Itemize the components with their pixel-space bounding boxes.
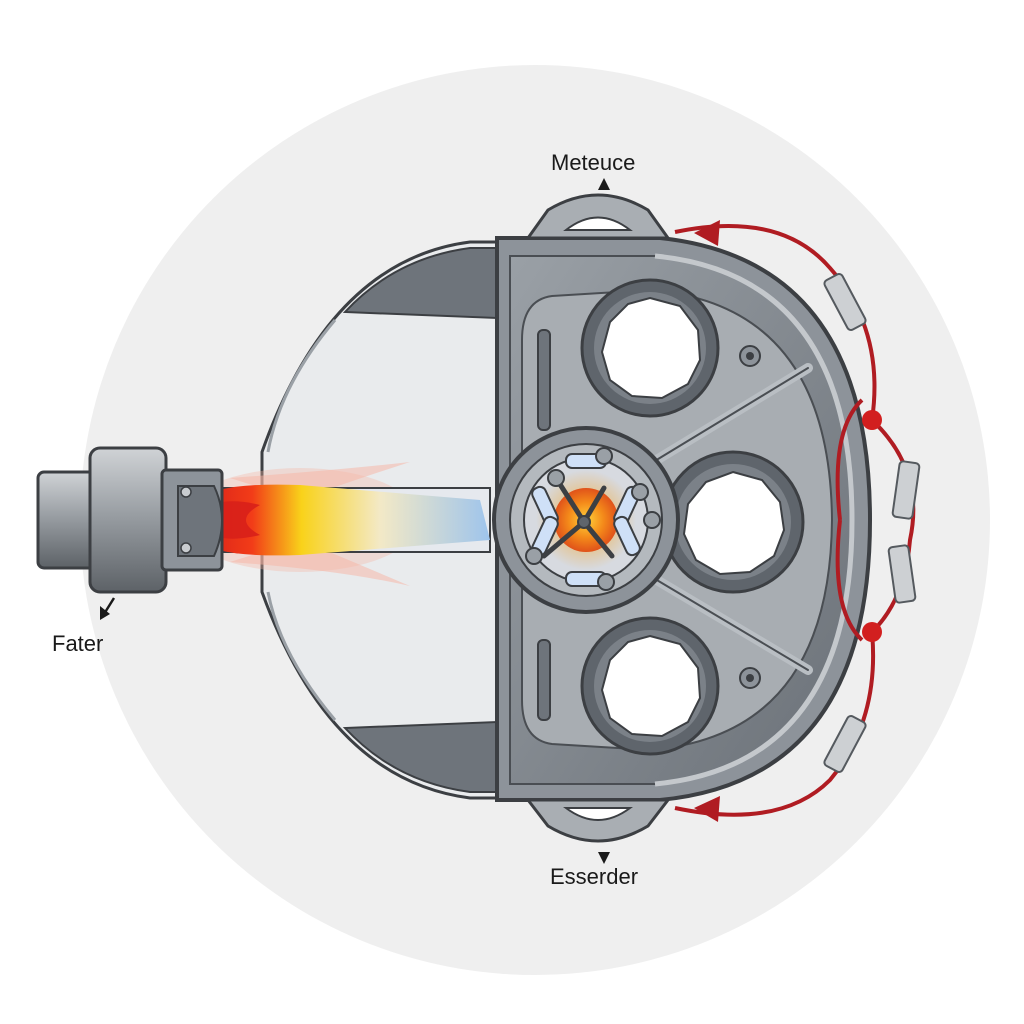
spokes: [635, 363, 813, 675]
cylinder-middle: [661, 450, 805, 594]
central-hub: [492, 426, 680, 614]
hub-bolts: [525, 447, 661, 591]
label-top: Meteuce: [551, 150, 636, 175]
lifting-lug-bottom: [524, 798, 672, 843]
label-bottom: Esserder: [550, 864, 639, 889]
return-arrow-bottom: [694, 796, 720, 822]
label-arrow-bottom: [598, 852, 610, 864]
return-line: [674, 223, 916, 817]
exhaust-nozzle: [36, 446, 224, 594]
bolt-upper: [739, 345, 761, 367]
line-sleeves: [823, 272, 921, 774]
return-junction-upper: [862, 410, 882, 430]
label-arrow-left: [100, 597, 116, 620]
return-junction-lower: [862, 622, 882, 642]
label-left: Fater: [52, 631, 104, 656]
lifting-lug-top: [525, 193, 671, 240]
flame-jet: [180, 462, 491, 586]
slot-upper: [537, 329, 551, 431]
slot-lower: [537, 639, 551, 721]
cylinder-top: [580, 278, 720, 418]
label-arrow-top: [598, 178, 610, 190]
bolt-lower: [739, 667, 761, 689]
cylinder-bottom: [580, 616, 720, 756]
return-arrow-top: [694, 220, 720, 246]
